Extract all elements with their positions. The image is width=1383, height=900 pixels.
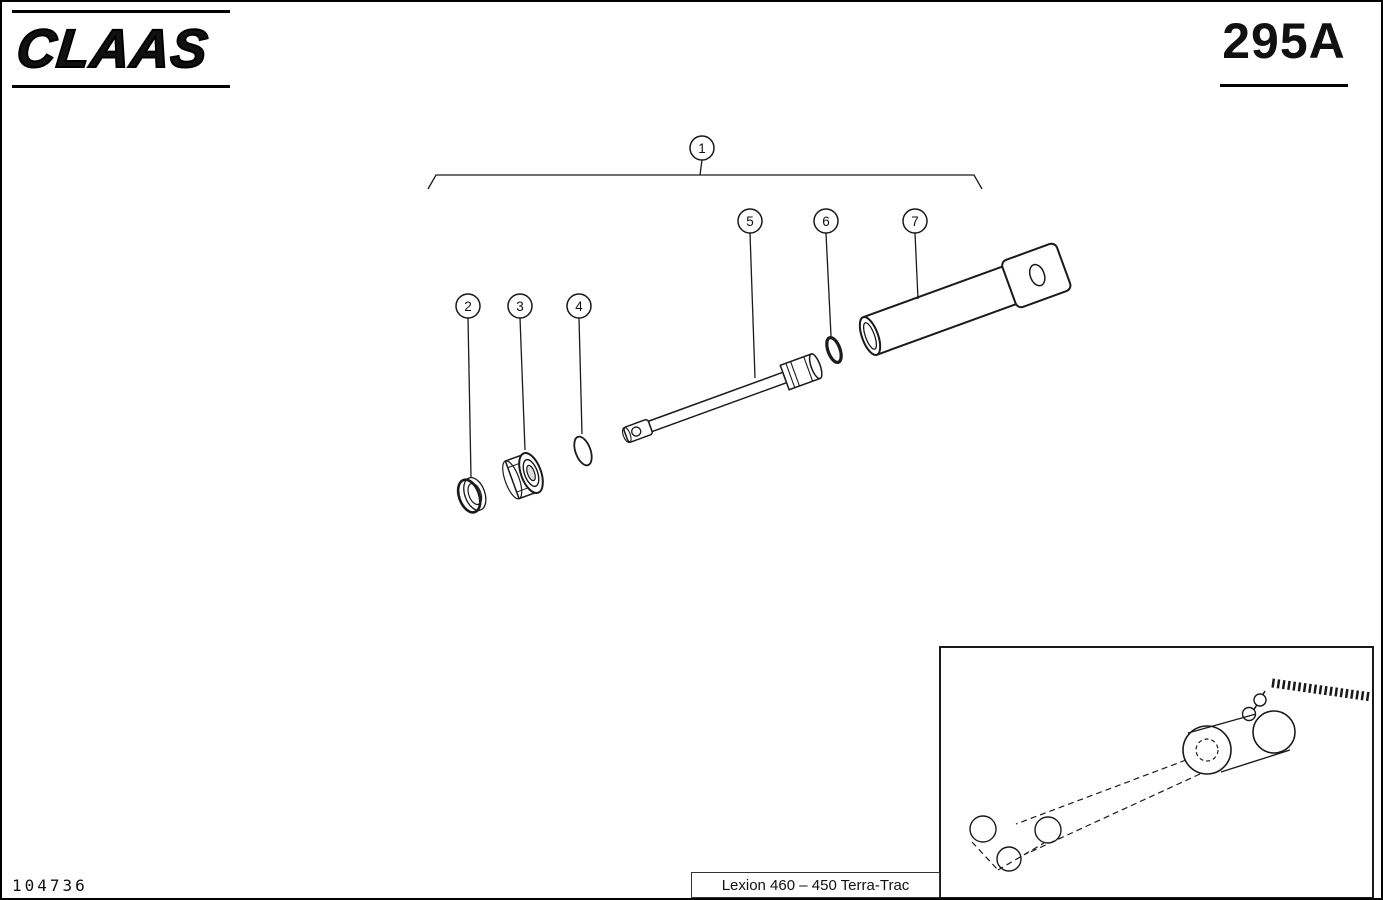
callout-6[interactable]: 6 [813, 208, 839, 234]
leader-line-4 [578, 317, 583, 435]
gland-nut-icon [502, 451, 544, 500]
leader-line-5 [749, 232, 756, 379]
threaded-rod-icon [1271, 678, 1370, 702]
leader-line-3 [519, 317, 526, 451]
callout-7-label: 7 [911, 214, 919, 229]
assembly-bracket [427, 174, 983, 190]
callout-7[interactable]: 7 [902, 208, 928, 234]
location-inset-icon [939, 646, 1374, 898]
model-caption: Lexion 460 – 450 Terra-Trac [721, 876, 910, 894]
callout-1-label: 1 [698, 141, 706, 156]
retaining-ring-icon [573, 435, 593, 467]
page-number: 295A [1222, 13, 1346, 69]
callout-3-label: 3 [516, 299, 524, 314]
page-number-block: 295A [1220, 14, 1348, 87]
callout-5[interactable]: 5 [737, 208, 763, 234]
callout-6-label: 6 [822, 214, 830, 229]
piston-rod-icon [621, 353, 823, 444]
seal-ring-icon [456, 476, 487, 514]
leader-line-1 [699, 159, 703, 176]
brand-logo-block: CLAAS [12, 10, 230, 88]
location-inset-frame [939, 646, 1374, 898]
leader-line-6 [825, 232, 832, 337]
callout-4-label: 4 [575, 299, 583, 314]
callout-2-label: 2 [464, 299, 472, 314]
assembly-bracket-group [427, 159, 983, 478]
leader-line-2 [467, 317, 472, 478]
callout-2[interactable]: 2 [455, 293, 481, 319]
callout-4[interactable]: 4 [566, 293, 592, 319]
callout-badges: 1 2 3 4 5 6 7 [455, 135, 928, 319]
document-number: 104736 [12, 876, 88, 895]
logo-bottom-rule [12, 85, 230, 88]
model-caption-box: Lexion 460 – 450 Terra-Trac [691, 872, 940, 898]
callout-5-label: 5 [746, 214, 754, 229]
logo-top-rule [12, 10, 230, 13]
callout-1[interactable]: 1 [689, 135, 715, 161]
o-ring-icon [825, 336, 843, 364]
callout-3[interactable]: 3 [507, 293, 533, 319]
cylinder-tube-icon [858, 242, 1072, 356]
page-number-rule [1220, 84, 1348, 87]
leader-line-7 [914, 232, 919, 300]
